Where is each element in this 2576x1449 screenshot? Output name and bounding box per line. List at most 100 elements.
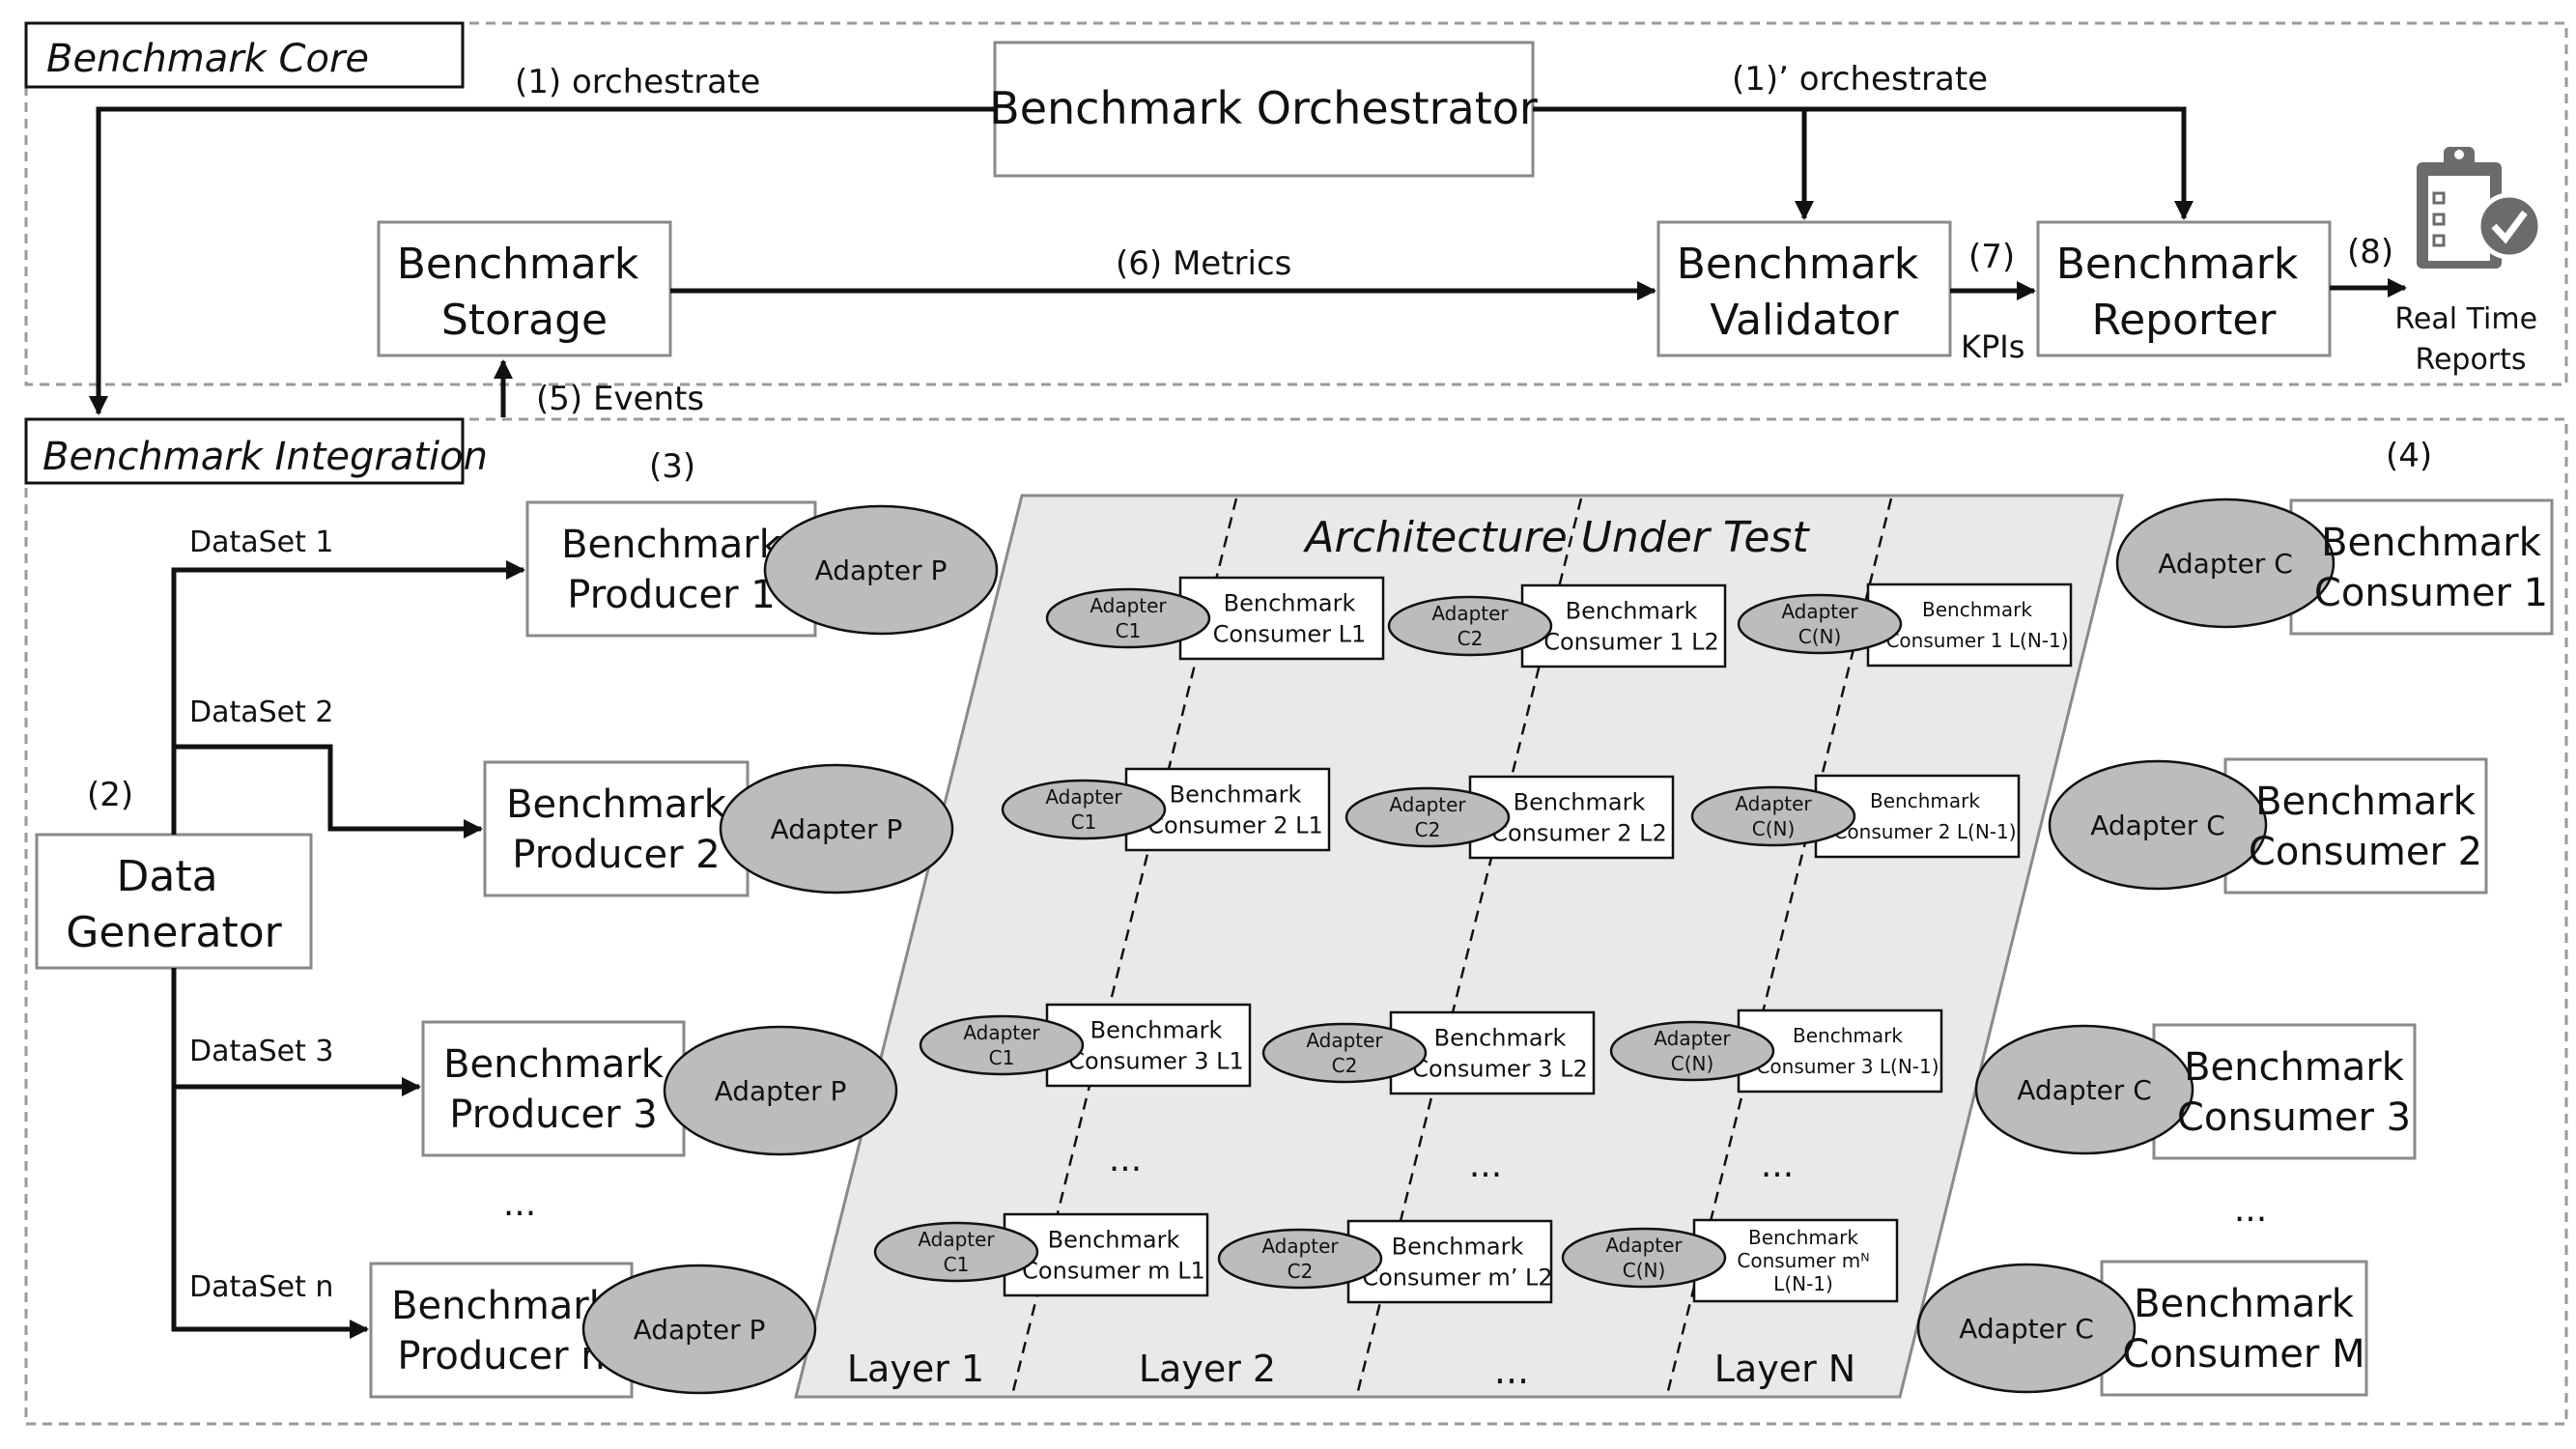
inner-adapter-ln-2 (1690, 785, 1856, 847)
inner-consumer-ln-4 (1692, 1218, 1899, 1303)
consumer-adapter-4 (1916, 1263, 2137, 1394)
events-edge-label: (5) Events (536, 380, 704, 418)
validator-label-line-2: Validator (1710, 296, 1899, 345)
layer-ellipsis-2: ... (1469, 1146, 1502, 1185)
inner-adapter-l1-3 (919, 1014, 1085, 1076)
inner-adapter-label-ln-4-line-2: C(N) (1623, 1259, 1666, 1282)
inner-consumer-label-ln-1-line-1: Benchmark (1922, 598, 2032, 621)
dataset-label-2: DataSet 2 (189, 696, 334, 729)
data-generator-line-2: Generator (66, 908, 282, 957)
consumer-adapter-label-3: Adapter C (2017, 1074, 2152, 1106)
consumer-label-1-line-1: Benchmark (2321, 521, 2542, 565)
producer-label-4-line-2: Producer n (397, 1334, 605, 1378)
layer-label-1: Layer 1 (847, 1348, 984, 1390)
inner-consumer-label-ln-2-line-1: Benchmark (1870, 789, 1980, 812)
storage-label-line-2: Storage (441, 296, 608, 345)
inner-adapter-ln-1 (1737, 593, 1903, 655)
reporter-label-line-1: Benchmark (2056, 240, 2299, 289)
benchmark-core-tab (24, 21, 465, 89)
consumer-adapter-3 (1974, 1024, 2194, 1155)
consumer-adapter-2 (2048, 759, 2268, 891)
layer-ellipsis-3: ... (1761, 1146, 1794, 1185)
benchmark-integration-section (24, 417, 2568, 1426)
inner-adapter-l2-4 (1217, 1228, 1383, 1290)
inner-consumer-l1-1 (1178, 576, 1385, 661)
consumer-label-4-line-1: Benchmark (2134, 1282, 2355, 1326)
producer-label-4-line-1: Benchmark (391, 1284, 612, 1328)
inner-consumer-label-ln-3-line-2: Consumer 3 L(N-1) (1756, 1055, 1939, 1078)
inner-adapter-label-l1-4-line-2: C1 (944, 1253, 970, 1276)
clipboard-check-icon (2417, 147, 2543, 269)
inner-adapter-label-l2-4-line-2: C2 (1288, 1260, 1314, 1283)
layer-ellipsis-1: ... (1109, 1140, 1142, 1179)
consumer-label-4-line-2: Consumer M (2122, 1332, 2364, 1377)
inner-consumer-label-l2-3-line-2: Consumer 3 L2 (1412, 1055, 1588, 1082)
inner-adapter-label-l1-1-line-2: C1 (1116, 619, 1142, 642)
producer-adapter-4 (581, 1264, 817, 1395)
layer-label-3: ... (1494, 1350, 1529, 1392)
consumer-label-3-line-2: Consumer 3 (2177, 1095, 2411, 1140)
data-generator-label: Data Generator (66, 852, 282, 957)
inner-adapter-label-l1-1-line-1: Adapter (1090, 594, 1167, 617)
reports-label-line-1: Real Time (2394, 302, 2537, 336)
consumer-adapter-label-1: Adapter C (2158, 548, 2293, 580)
producer-adapter-label-3: Adapter P (715, 1075, 847, 1107)
inner-consumer-label-l2-4-line-1: Benchmark (1392, 1233, 1524, 1260)
inner-adapter-label-l2-2-line-2: C2 (1415, 818, 1441, 841)
inner-consumer-label-l1-3-line-1: Benchmark (1090, 1016, 1223, 1043)
inner-adapter-label-ln-2-line-1: Adapter (1735, 792, 1812, 815)
orchestrate-prime-edge-reporter (1804, 106, 2194, 220)
inner-consumer-label-l2-2-line-1: Benchmark (1514, 788, 1646, 815)
inner-adapter-l2-1 (1387, 595, 1553, 657)
producers-step-label: (3) (649, 447, 695, 486)
inner-adapter-label-l1-2-line-2: C1 (1071, 810, 1097, 834)
consumer-label-2-line-2: Consumer 2 (2249, 830, 2482, 874)
inner-consumer-label-ln-2-line-2: Consumer 2 L(N-1) (1833, 820, 2016, 843)
inner-consumer-label-ln-4-line-3: L(N-1) (1773, 1272, 1833, 1295)
orchestrate-prime-edge-label: (1)’ orchestrate (1732, 60, 1988, 99)
orchestrate-edge-label: (1) orchestrate (515, 63, 760, 101)
benchmark-core-section (24, 21, 2568, 386)
inner-adapter-label-l2-4-line-1: Adapter (1261, 1235, 1339, 1258)
inner-adapter-label-l2-2-line-1: Adapter (1389, 793, 1466, 816)
storage-label: Benchmark Storage (397, 240, 653, 345)
inner-adapter-label-l1-3-line-1: Adapter (963, 1021, 1040, 1044)
orchestrator-node (993, 41, 1535, 178)
metrics-edge-label: (6) Metrics (1116, 244, 1291, 283)
inner-consumer-label-l2-2-line-2: Consumer 2 L2 (1491, 819, 1667, 846)
inner-adapter-label-l1-2-line-1: Adapter (1045, 785, 1122, 809)
producer-node-3 (421, 1020, 686, 1157)
orchestrator-label: Benchmark Orchestrator (989, 82, 1538, 134)
consumer-label-2-line-1: Benchmark (2255, 780, 2477, 824)
producer-adapter-1 (763, 504, 999, 636)
layer-label-4: Layer N (1714, 1348, 1855, 1390)
producer-label-2-line-1: Benchmark (506, 782, 727, 827)
inner-adapter-l2-3 (1261, 1022, 1428, 1084)
inner-adapter-label-l2-3-line-2: C2 (1332, 1054, 1358, 1077)
inner-adapter-label-l1-3-line-2: C1 (989, 1046, 1015, 1069)
consumer-adapter-label-2: Adapter C (2090, 810, 2225, 841)
